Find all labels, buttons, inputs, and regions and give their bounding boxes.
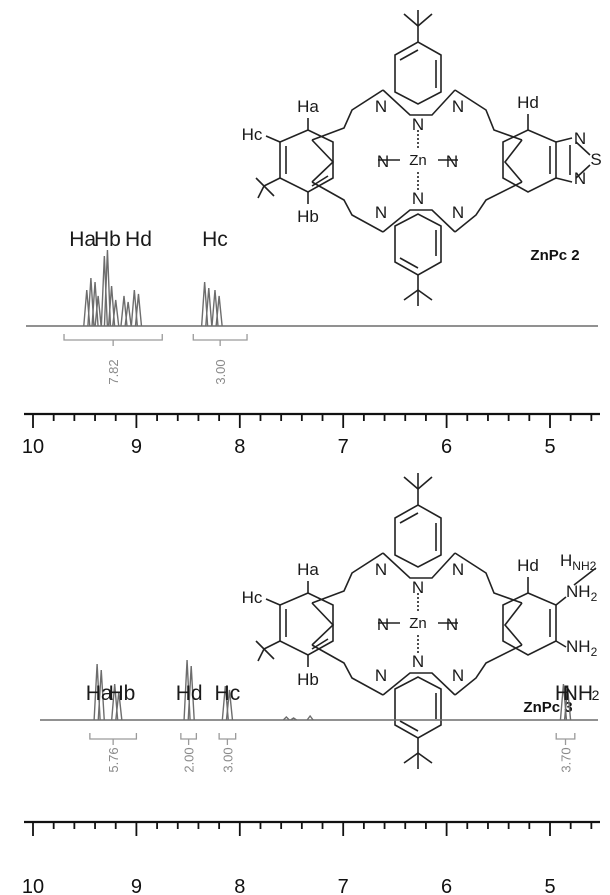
atom-label-hb: Hb	[297, 670, 319, 689]
integral-bracket	[63, 334, 163, 341]
peak-label: Ha	[69, 228, 96, 251]
nmr-peak	[290, 717, 297, 721]
n-atom: N	[412, 578, 424, 597]
n-atom: N	[377, 152, 389, 171]
nmr-peak	[103, 249, 112, 327]
axis-tick-label: 8	[234, 436, 245, 458]
n-atom: N	[412, 115, 424, 134]
axis-tick-label: 10	[22, 436, 44, 458]
zn-atom: Zn	[409, 152, 427, 169]
n-atom: N	[412, 652, 424, 671]
n-atom: N	[375, 97, 387, 116]
nmr-peak	[282, 716, 290, 721]
peak-label: H	[555, 682, 570, 705]
nmr-peak	[97, 669, 105, 721]
n-atom: N	[452, 560, 464, 579]
axis-tick-label: 6	[441, 876, 452, 895]
integral-bracket	[192, 334, 248, 341]
integral-bracket	[218, 733, 237, 740]
atom-label-nh2-upper: NH2	[566, 582, 598, 604]
peak-label: Hc	[215, 682, 241, 705]
peak-label: Hd	[176, 682, 203, 705]
integral-bracket	[555, 733, 576, 740]
integral-value: 5.76	[106, 747, 121, 772]
nmr-peak	[563, 687, 572, 721]
integral-value: 3.70	[559, 747, 574, 772]
n-atom: N	[452, 97, 464, 116]
n-atom: N	[574, 129, 586, 148]
integral-bracket	[180, 733, 198, 740]
s-atom: S	[590, 150, 601, 169]
atom-label-nh2-lower: NH2	[566, 637, 598, 659]
nmr-peak	[134, 293, 143, 327]
spectrum-znpc2	[26, 249, 598, 327]
nmr-peak	[187, 665, 195, 721]
integrals-znpc3: 5.76 2.00 3.00 3.70	[89, 733, 576, 773]
axis-tick-label: 6	[441, 436, 452, 458]
integral-bracket	[89, 733, 138, 740]
n-atom: N	[375, 203, 387, 222]
spectrum-znpc3	[40, 659, 598, 721]
n-atom: N	[452, 666, 464, 685]
nmr-peak	[124, 301, 132, 327]
n-atom: N	[452, 203, 464, 222]
nmr-peak	[205, 287, 213, 327]
axis-tick-label: 7	[338, 876, 349, 895]
compound-label-znpc2: ZnPc 2	[530, 247, 579, 264]
peak-label: NH	[563, 682, 593, 705]
n-atom: N	[574, 169, 586, 188]
axis-tick-label: 7	[338, 436, 349, 458]
atom-label-hb: Hb	[297, 207, 319, 226]
nmr-peak	[94, 295, 102, 327]
atom-label-hc: Hc	[242, 588, 263, 607]
atom-label-hc: Hc	[242, 125, 263, 144]
atom-label-ha: Ha	[297, 560, 319, 579]
atom-label-hnh2: HNH2	[560, 551, 597, 573]
n-atom: N	[375, 666, 387, 685]
nmr-peak	[100, 255, 109, 327]
n-atom: N	[412, 189, 424, 208]
axis-tick-label: 8	[234, 876, 245, 895]
peak-label: 2	[592, 687, 600, 703]
compound-label-znpc3: ZnPc 3	[523, 699, 572, 716]
zn-atom: Zn	[409, 615, 427, 632]
axis-tick-label: 9	[131, 436, 142, 458]
peak-label: Hb	[94, 228, 121, 251]
n-atom: N	[446, 615, 458, 634]
nmr-peak	[225, 689, 234, 721]
n-atom: N	[375, 560, 387, 579]
atom-label-hd: Hd	[517, 93, 539, 112]
axis-tick-label: 9	[131, 876, 142, 895]
integral-value: 7.82	[106, 359, 121, 384]
ppm-axis-bottom: 10 9 8 7 6 5	[22, 820, 600, 895]
axis-tick-label: 10	[22, 876, 44, 895]
peak-label: Hd	[125, 228, 152, 251]
integral-value: 3.00	[213, 359, 228, 384]
peak-label: Ha	[86, 682, 113, 705]
nmr-peak	[112, 299, 120, 327]
n-atom: N	[446, 152, 458, 171]
nmr-peak	[115, 691, 123, 721]
peak-label: Hc	[202, 228, 228, 251]
atom-label-ha: Ha	[297, 97, 319, 116]
atom-label-hd: Hd	[517, 556, 539, 575]
peak-label: Hb	[108, 682, 135, 705]
structure-znpc2: N N N N N N N N N N S Zn Ha Hc Hb Hd ZnP…	[242, 10, 602, 306]
nmr-peak	[215, 295, 223, 327]
axis-tick-label: 5	[544, 436, 555, 458]
integral-value: 2.00	[182, 747, 197, 772]
axis-tick-label: 5	[544, 876, 555, 895]
nmr-peak	[306, 714, 314, 721]
n-atom: N	[377, 615, 389, 634]
integrals-znpc2: 7.82 3.00	[63, 334, 248, 385]
integral-value: 3.00	[220, 747, 235, 772]
structure-znpc3: N N N N N N N N Zn Ha Hc Hb Hd NH2 NH2 H…	[242, 473, 598, 769]
ppm-axis-top: 10 9 8 7 6 5	[22, 412, 600, 458]
